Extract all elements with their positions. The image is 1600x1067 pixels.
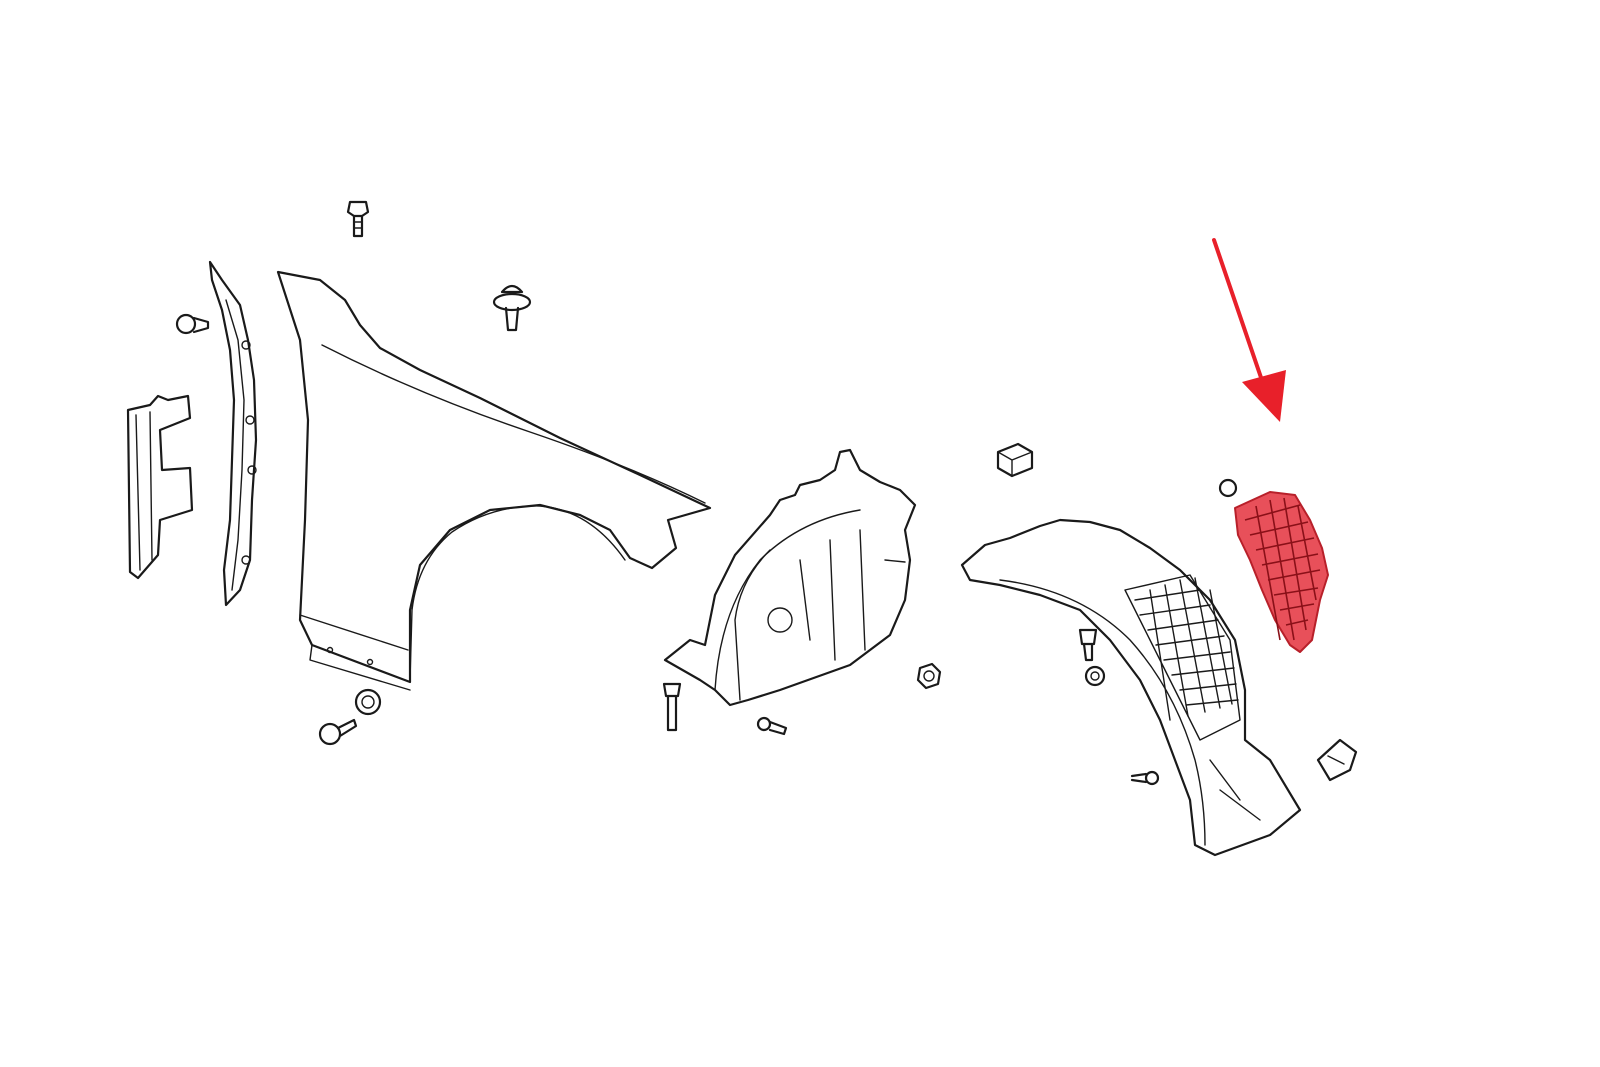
front-fender bbox=[276, 270, 712, 691]
bolt-top bbox=[346, 200, 370, 238]
arrow-down-right-icon bbox=[1212, 238, 1286, 422]
clip-fastener-fender-lower bbox=[318, 688, 382, 746]
pillar-trim-panel bbox=[126, 394, 194, 580]
foam-pad bbox=[996, 442, 1034, 478]
nut-front bbox=[916, 662, 942, 690]
clip-fastener-front-liner bbox=[662, 682, 788, 736]
clip-fastener-liner bbox=[1078, 628, 1160, 786]
clip-fastener-left bbox=[175, 313, 210, 335]
front-liner-section bbox=[663, 448, 917, 707]
a-pillar-bracket bbox=[208, 260, 258, 607]
clip-fastener-top bbox=[492, 284, 532, 332]
clip-fastener-bracket bbox=[1316, 738, 1358, 782]
rear-liner-section-highlighted bbox=[1218, 478, 1329, 653]
wheel-arch-liner bbox=[960, 518, 1302, 857]
